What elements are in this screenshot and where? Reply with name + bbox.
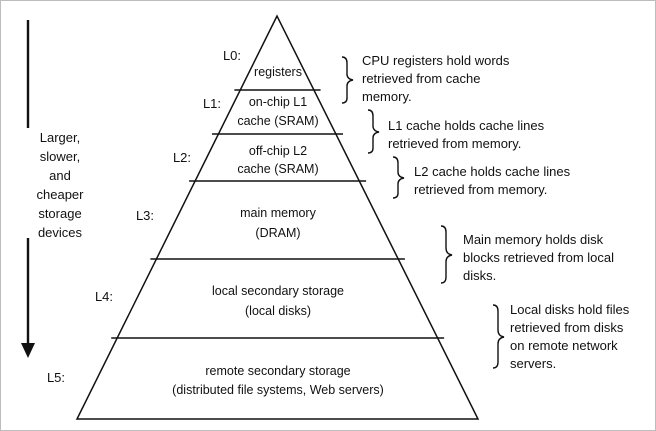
note-line: CPU registers hold words <box>362 53 510 68</box>
note-line: memory. <box>362 89 412 104</box>
level-id: L3: <box>136 208 154 223</box>
level-l4: L4: local secondary storage (local disks… <box>95 284 344 318</box>
level-label: cache (SRAM) <box>237 114 318 128</box>
note-line: Main memory holds disk <box>463 232 604 247</box>
note-line: retrieved from cache <box>362 71 481 86</box>
side-label-line: storage <box>38 206 81 221</box>
side-label-line: Larger, <box>40 130 80 145</box>
note-line: retrieved from memory. <box>388 136 521 151</box>
level-l0: L0: registers <box>223 48 302 79</box>
note-l1: L1 cache holds cache lines retrieved fro… <box>388 118 545 151</box>
brace-l2 <box>392 156 405 199</box>
brace-l3 <box>440 225 453 284</box>
note-line: servers. <box>510 356 556 371</box>
note-line: retrieved from disks <box>510 320 624 335</box>
level-label: main memory <box>240 206 316 220</box>
level-id: L1: <box>203 96 221 111</box>
pyramid-outline <box>75 14 480 420</box>
level-label: (distributed file systems, Web servers) <box>172 383 384 397</box>
level-l5: L5: remote secondary storage (distribute… <box>47 364 384 397</box>
level-l3: L3: main memory (DRAM) <box>136 206 317 240</box>
side-label-line: cheaper <box>37 187 85 202</box>
note-l0: CPU registers hold words retrieved from … <box>362 53 510 104</box>
note-line: retrieved from memory. <box>414 182 547 197</box>
note-line: Local disks hold files <box>510 302 630 317</box>
side-label-line: slower, <box>40 149 80 164</box>
level-id: L0: <box>223 48 241 63</box>
level-label: (DRAM) <box>255 226 300 240</box>
level-label: registers <box>254 65 302 79</box>
level-l1: L1: on-chip L1 cache (SRAM) <box>203 95 319 128</box>
note-l4: Local disks hold files retrieved from di… <box>510 302 630 371</box>
brace-l1 <box>367 109 380 154</box>
level-id: L4: <box>95 289 113 304</box>
side-label: Larger, slower, and cheaper storage devi… <box>37 130 85 240</box>
side-label-line: devices <box>38 225 83 240</box>
note-line: on remote network <box>510 338 618 353</box>
side-label-backing <box>24 128 94 238</box>
brace-l0 <box>341 56 354 104</box>
level-label: local secondary storage <box>212 284 344 298</box>
note-line: L1 cache holds cache lines <box>388 118 545 133</box>
level-id: L5: <box>47 370 65 385</box>
level-label: off-chip L2 <box>249 144 307 158</box>
note-line: L2 cache holds cache lines <box>414 164 571 179</box>
level-label: (local disks) <box>245 304 311 318</box>
note-l3: Main memory holds disk blocks retrieved … <box>463 232 614 283</box>
level-label: on-chip L1 <box>249 95 307 109</box>
note-l2: L2 cache holds cache lines retrieved fro… <box>414 164 571 197</box>
pyramid <box>75 14 480 420</box>
level-l2: L2: off-chip L2 cache (SRAM) <box>173 144 319 176</box>
note-line: disks. <box>463 268 496 283</box>
note-line: blocks retrieved from local <box>463 250 614 265</box>
level-label: cache (SRAM) <box>237 162 318 176</box>
side-label-line: and <box>49 168 71 183</box>
brace-l4 <box>492 304 505 369</box>
level-id: L2: <box>173 150 191 165</box>
level-label: remote secondary storage <box>205 364 350 378</box>
